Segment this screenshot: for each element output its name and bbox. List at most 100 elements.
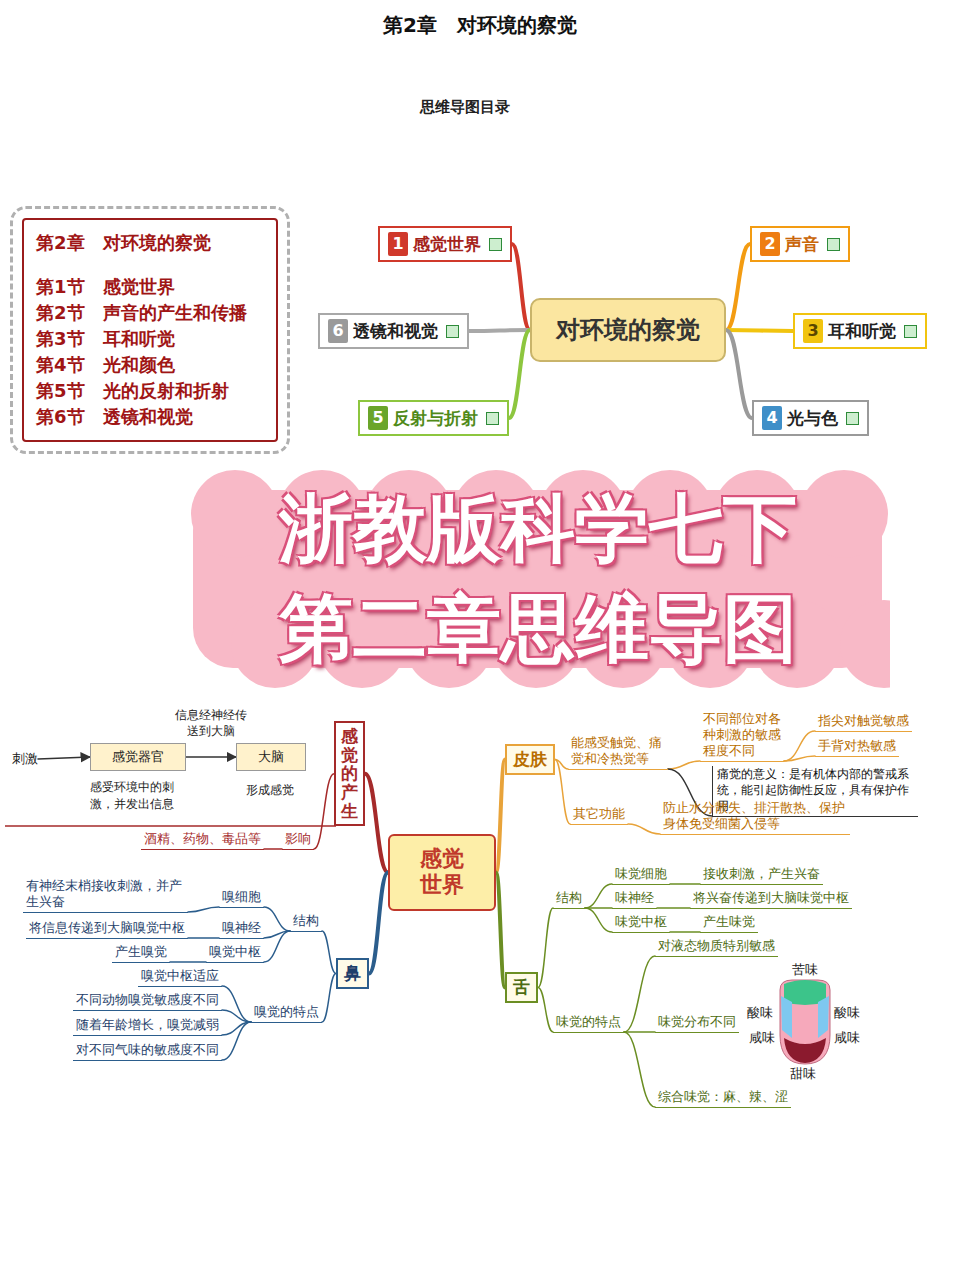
central-topic: 感觉世界 bbox=[388, 834, 496, 911]
taste-label: 苦味 bbox=[792, 961, 818, 979]
leaf-topic: 不同部位对各种刺激的敏感程度不同 bbox=[700, 711, 784, 762]
leaf-topic: 结构 bbox=[290, 913, 322, 932]
taste-label: 酸味 bbox=[747, 1004, 773, 1022]
node-text: 第2章 对环境的察觉 bbox=[36, 230, 264, 256]
flow-note: 感受环境中的刺激，并发出信息 bbox=[86, 779, 178, 813]
node-text: 防止水分散失、排汗散热、保护身体免受细菌入侵等 bbox=[663, 800, 847, 832]
node-text: 第1节 感觉世界 bbox=[36, 274, 264, 300]
topic-text: 透镜和视觉 bbox=[353, 320, 438, 343]
branch-line bbox=[369, 872, 388, 973]
title-banner: 浙教版科学七下第二章思维导图 bbox=[185, 468, 890, 690]
node-text: 结构 bbox=[556, 890, 582, 906]
leaf-topic: 有神经末梢接收刺激，并产生兴奋 bbox=[23, 878, 188, 913]
branch-line bbox=[264, 907, 290, 931]
branch-line bbox=[624, 1032, 655, 1107]
node-text: 嗅细胞 bbox=[222, 889, 261, 905]
note-icon bbox=[446, 325, 459, 338]
branch-line bbox=[657, 907, 690, 909]
node-text: 第2节 声音的产生和传播 bbox=[36, 300, 264, 326]
branch-line bbox=[726, 244, 750, 330]
leaf-topic: 对不同气味的敏感度不同 bbox=[73, 1042, 222, 1061]
branch-topic: 3耳和听觉 bbox=[793, 313, 927, 349]
node-text: 对不同气味的敏感度不同 bbox=[76, 1042, 219, 1058]
node-text: 将兴奋传递到大脑味觉中枢 bbox=[693, 890, 849, 906]
node-text: 嗅觉中枢适应 bbox=[141, 968, 219, 984]
leaf-topic: 影响 bbox=[282, 831, 314, 850]
leaf-topic: 产生味觉 bbox=[700, 914, 758, 933]
node-text: 第3节 耳和听觉 bbox=[36, 326, 264, 352]
leaf-topic: 不同动物嗅觉敏感度不同 bbox=[73, 992, 222, 1011]
node-text: 味觉细胞 bbox=[615, 866, 667, 882]
topic-text: 声音 bbox=[785, 233, 819, 256]
branch-line bbox=[509, 330, 530, 418]
branch-line bbox=[469, 330, 530, 331]
taste-label: 甜味 bbox=[790, 1065, 816, 1083]
leaf-topic: 随着年龄增长，嗅觉减弱 bbox=[73, 1017, 222, 1036]
subtitle: 思维导图目录 bbox=[420, 98, 510, 117]
node-text: 嗅神经 bbox=[222, 920, 261, 936]
branch-line bbox=[585, 884, 612, 908]
leaf-topic: 能感受触觉、痛觉和冷热觉等 bbox=[568, 735, 668, 770]
note-icon bbox=[486, 412, 499, 425]
node-text: 有神经末梢接收刺激，并产生兴奋 bbox=[26, 878, 185, 910]
branch-line bbox=[222, 1022, 251, 1060]
callout-number: 2 bbox=[760, 232, 780, 256]
branch-topic: 1感觉世界 bbox=[378, 226, 512, 262]
node-text: 产生味觉 bbox=[703, 914, 755, 930]
leaf-topic: 酒精、药物、毒品等 bbox=[141, 831, 264, 850]
edge-label: 信息经神经传送到大脑 bbox=[175, 707, 247, 739]
branch-box: 鼻 bbox=[336, 958, 369, 989]
topic-text: 反射与折射 bbox=[393, 407, 478, 430]
topic-text: 感觉世界 bbox=[413, 233, 481, 256]
callout-number: 3 bbox=[803, 319, 823, 343]
node-text: 味神经 bbox=[615, 890, 654, 906]
branch-line bbox=[726, 330, 752, 418]
node-text: 感觉器官 bbox=[97, 748, 179, 766]
leaf-topic: 指尖对触觉敏感 bbox=[815, 713, 912, 732]
callout-number: 5 bbox=[368, 406, 388, 430]
node-text: 大脑 bbox=[243, 748, 299, 766]
node-text: 第4节 光和颜色 bbox=[36, 352, 264, 378]
topic-text: 耳和听觉 bbox=[828, 320, 896, 343]
branch-topic: 5反射与折射 bbox=[358, 400, 509, 436]
branch-line bbox=[668, 761, 700, 769]
branch-topic: 6透镜和视觉 bbox=[318, 313, 469, 349]
node-text: 味觉分布不同 bbox=[658, 1014, 736, 1030]
tongue-illustration bbox=[780, 980, 830, 1064]
node-text: 接收刺激，产生兴奋 bbox=[703, 866, 820, 882]
branch-line bbox=[322, 974, 336, 1023]
node-text: 随着年龄增长，嗅觉减弱 bbox=[76, 1017, 219, 1033]
branch-line bbox=[188, 937, 219, 939]
node-text: 结构 bbox=[293, 913, 319, 929]
branch-line bbox=[538, 988, 553, 1033]
page-title: 第2章 对环境的察觉 bbox=[0, 12, 960, 39]
flow-note: 形成感觉 bbox=[246, 782, 294, 799]
note-icon bbox=[904, 325, 917, 338]
node-text: 味觉的特点 bbox=[556, 1014, 621, 1030]
branch-line bbox=[264, 931, 290, 962]
node-text: 浙教版科学七下 bbox=[185, 478, 890, 578]
branch-line bbox=[365, 774, 388, 873]
node-text: 手背对热敏感 bbox=[818, 738, 896, 754]
leaf-topic: 嗅细胞 bbox=[219, 889, 264, 908]
note-icon bbox=[846, 412, 859, 425]
node-text: 第二章思维导图 bbox=[185, 578, 890, 678]
branch-box: 舌 bbox=[505, 972, 538, 1003]
leaf-topic: 对液态物质特别敏感 bbox=[655, 938, 778, 957]
branch-line bbox=[264, 848, 282, 850]
node-text: 感觉的产生 bbox=[341, 727, 358, 820]
topic-text: 光与色 bbox=[787, 407, 838, 430]
leaf-topic: 结构 bbox=[553, 890, 585, 909]
branch-line bbox=[496, 872, 505, 987]
callout-number: 6 bbox=[328, 319, 348, 343]
flow-box: 感觉器官 bbox=[90, 743, 186, 771]
leaf-topic: 味觉的特点 bbox=[553, 1014, 624, 1033]
node-text: 能感受触觉、痛觉和冷热觉等 bbox=[571, 735, 665, 767]
node-text: 对液态物质特别敏感 bbox=[658, 938, 775, 954]
branch-line bbox=[222, 1010, 251, 1022]
node-text: 影响 bbox=[285, 831, 311, 847]
branch-box: 感觉的产生 bbox=[334, 721, 365, 826]
node-text: 味觉中枢 bbox=[615, 914, 667, 930]
branch-topic: 2声音 bbox=[750, 226, 850, 262]
node-text: 舌 bbox=[513, 976, 530, 999]
